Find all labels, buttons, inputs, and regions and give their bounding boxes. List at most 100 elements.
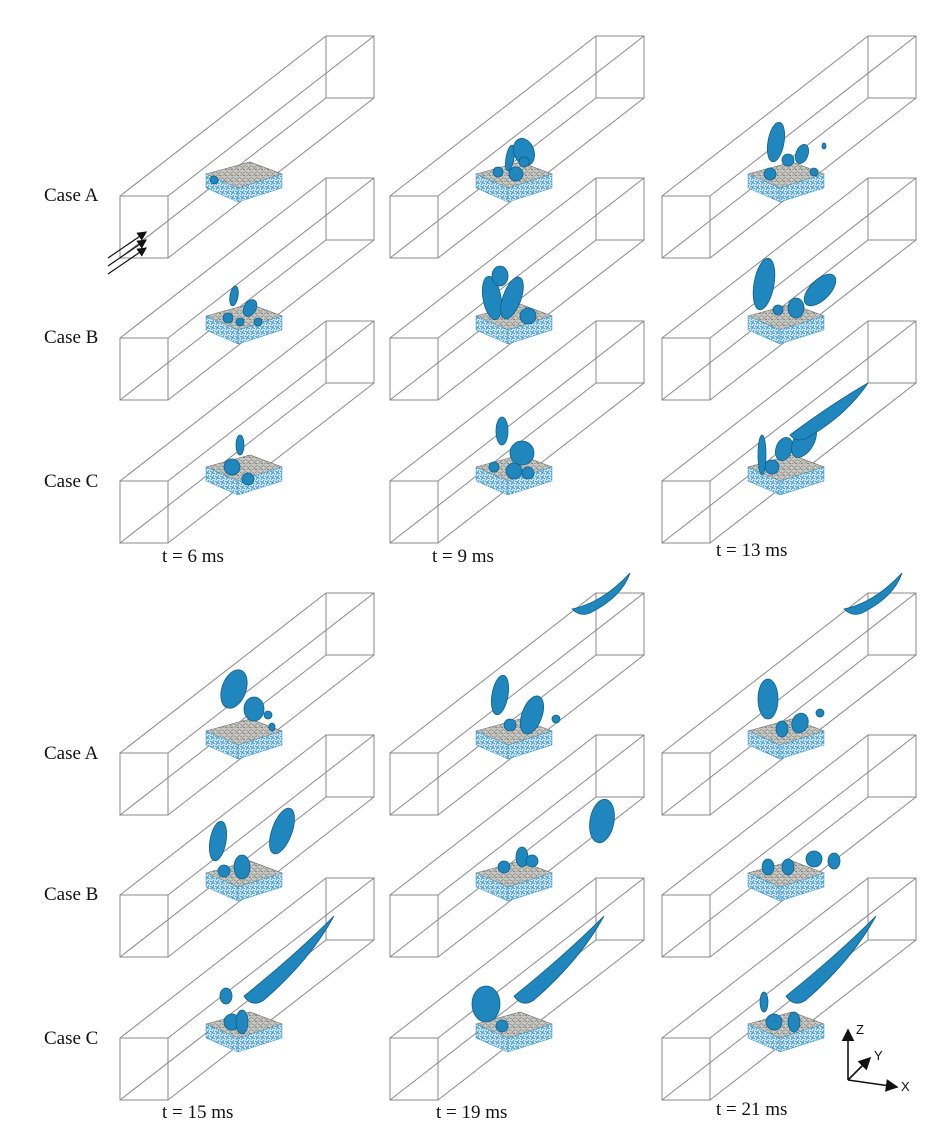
box-edge [167,35,375,197]
bubble-structure [519,307,537,325]
box-edge [661,35,869,197]
case-c-label-bottom: Case C [44,1028,98,1049]
box-edge [119,35,327,197]
time-label-6ms: t = 6 ms [162,546,224,567]
bubble-structure [509,440,535,466]
box-edge [661,592,869,754]
bubble-structure [763,167,777,181]
bubble-structure [217,864,231,878]
bubble-structure [269,807,295,855]
panel-bottom-col0-case-b [119,734,375,958]
bubble-structure [765,1013,783,1031]
box-front-face [661,752,711,816]
box-edge [437,35,645,197]
box-edge [661,877,869,1039]
box-back-face [325,734,375,798]
box-back-face [867,877,917,941]
box-front-face [119,894,169,958]
bubble-structure [222,312,234,324]
bubble-structure [235,1009,249,1035]
box-front-face [389,195,439,259]
bubble-structure [759,991,769,1013]
box-edge [119,320,327,482]
bubble-structure [757,678,779,720]
bubble-structure [495,416,509,446]
time-label-9ms: t = 9 ms [432,546,494,567]
box-front-face [661,894,711,958]
panel-bottom-col2-case-a [661,572,917,816]
box-front-face [119,480,169,544]
porous-substrate-front [507,872,553,902]
box-edge [709,877,917,1039]
panel-bottom-col1-case-c [389,877,645,1101]
box-back-face [867,177,917,241]
porous-substrate-front [779,730,825,760]
bubble-structure [515,846,529,868]
sheet-structure [843,572,903,615]
box-edge [437,734,645,896]
bubble-structure [491,265,509,287]
bubble-structure [803,273,837,307]
porous-substrate-front [507,173,553,203]
case-c-label-top: Case C [44,471,98,492]
bubble-structure [821,142,827,150]
bubble-structure [519,695,545,735]
porous-substrate-front [507,466,553,496]
box-front-face [389,1037,439,1101]
bubble-structure [791,712,809,734]
bubble-structure [497,860,511,874]
bubble-structure [781,858,795,876]
box-back-face [867,734,917,798]
bubble-structure [243,696,265,722]
time-label-19ms: t = 19 ms [436,1102,507,1123]
bubble-structure [589,798,615,844]
box-edge [437,177,645,339]
box-edge [167,592,375,754]
bubble-structure [809,167,819,177]
box-edge [167,734,375,896]
box-edge [661,320,869,482]
porous-substrate-front [779,315,825,345]
time-label-13ms: t = 13 ms [716,540,787,561]
sheet-structure [789,382,869,441]
panel-bottom-col2-case-c [661,877,917,1101]
bubble-structure [775,720,789,738]
bubble-structure [220,669,248,709]
bubble-structure [525,854,539,868]
box-edge [709,35,917,197]
box-edge [709,177,917,339]
box-front-face [119,1037,169,1101]
porous-substrate-front [779,466,825,496]
box-edge [389,877,597,1039]
bubble-structure [795,143,809,165]
bubble-structure [518,156,530,168]
bubble-structure [500,276,524,320]
porous-substrate-front [779,872,825,902]
box-edge [389,320,597,482]
bubble-structure [481,275,503,321]
porous-substrate-front [237,315,283,345]
bubble-structure [766,121,786,163]
box-edge [167,177,375,339]
bubble-structure [505,462,523,480]
box-back-face [867,320,917,384]
bubble-structure [235,317,245,327]
box-back-face [325,177,375,241]
box-front-face [119,337,169,401]
panel-top-col2-case-b [661,177,917,401]
porous-substrate-front [237,872,283,902]
panel-bottom-col0-case-a [119,592,375,816]
bubble-structure [209,175,219,185]
box-back-face [867,35,917,99]
porous-substrate-front [779,1023,825,1053]
box-back-face [595,877,645,941]
bubble-structure [223,458,241,476]
axis-x-label: X [901,1079,910,1094]
bubble-structure [241,472,255,486]
axis-y-label: Y [874,1048,883,1063]
box-front-face [661,480,711,544]
panel-bottom-col1-case-a [389,572,645,816]
case-a-label-top: Case A [44,185,99,206]
panel-top-col2-case-c [661,320,917,544]
